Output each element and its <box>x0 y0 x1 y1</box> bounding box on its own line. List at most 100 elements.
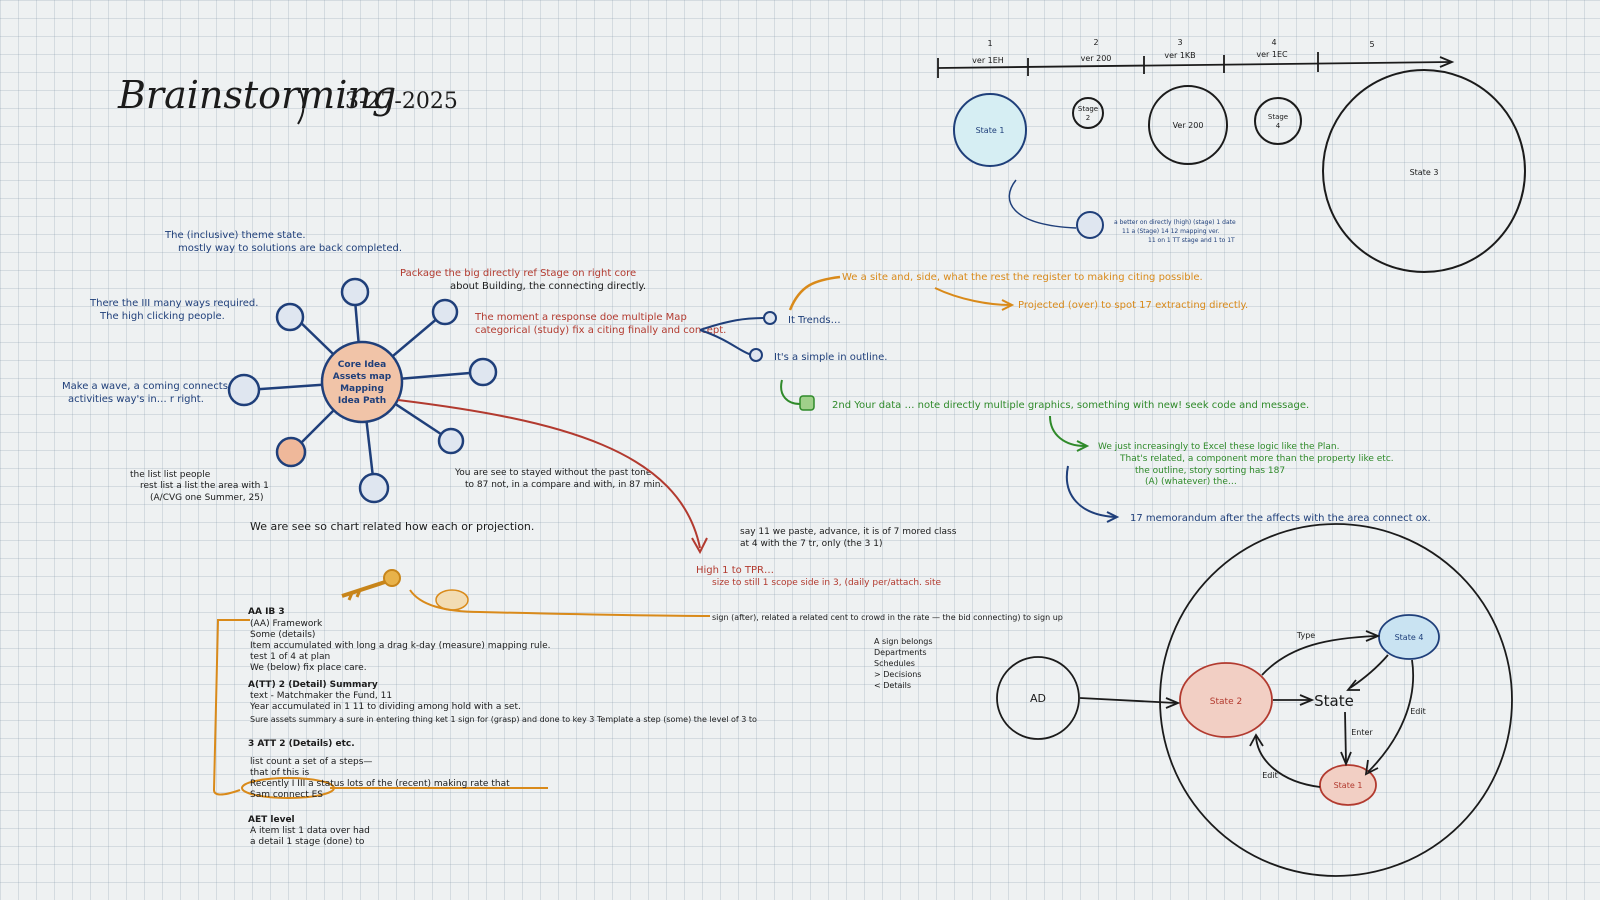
timeline-label: ver 1EC <box>1256 50 1288 59</box>
note: Make a wave, a coming connects, <box>62 381 231 392</box>
state-node-small <box>1076 211 1104 239</box>
note: High 1 to TPR… <box>696 565 774 576</box>
note: about Building, the connecting directly. <box>450 281 646 292</box>
timeline-number: 5 <box>1369 40 1374 49</box>
branch-label: It's a simple in outline. <box>774 352 887 363</box>
outline-line: Some (details) <box>250 630 315 640</box>
orange-connector <box>934 287 1011 306</box>
timeline-number: 2 <box>1093 38 1098 47</box>
outline-line: test 1 of 4 at plan <box>250 652 330 662</box>
list-item: > Decisions <box>874 670 921 679</box>
outline-line: Year accumulated in 1 11 to dividing amo… <box>249 702 521 712</box>
note: at 4 with the 7 tr, only (the 3 1) <box>740 539 882 549</box>
note: Package the big directly ref Stage on ri… <box>400 268 636 279</box>
mind-map-node <box>275 302 305 332</box>
outline-line: a detail 1 stage (done) to <box>250 837 365 847</box>
state-label: AD <box>1030 692 1046 705</box>
blue-connector <box>1065 465 1116 518</box>
arrow-head <box>1346 679 1360 691</box>
outline-heading: AET level <box>248 815 295 825</box>
note: mostly way to solutions are back complet… <box>178 243 402 254</box>
branch-node <box>749 348 763 362</box>
note: rest list a list the area with 1 <box>140 481 269 491</box>
mind-map-node <box>431 298 459 326</box>
state-diagram-labels: AD State 2 State State 4 State 1 Type Ed… <box>1030 631 1426 790</box>
note: (A/CVG one Summer, 25) <box>150 493 263 503</box>
state-node <box>1072 97 1104 129</box>
state-label: State 3 <box>1410 168 1439 177</box>
state-label: State 1 <box>1334 781 1363 790</box>
orange-connector <box>788 275 841 311</box>
middle-notes: say 11 we paste, advance, it is of 7 mor… <box>696 527 1063 622</box>
state-node-large <box>1322 69 1526 273</box>
mind-map-notes: The (inclusive) theme state. mostly way … <box>62 230 663 533</box>
timeline-number: 4 <box>1271 38 1276 47</box>
mind-map <box>227 277 498 504</box>
note: 17 memorandum after the affects with the… <box>1130 513 1431 524</box>
edge-label: Type <box>1296 631 1315 640</box>
state-diagram-boundary <box>1159 523 1513 877</box>
state-label: 4 <box>1276 122 1281 130</box>
mind-map-node <box>340 277 370 307</box>
title-flourish <box>297 89 305 125</box>
note: activities way's in… r right. <box>68 394 204 405</box>
branch-line <box>699 317 766 331</box>
outline: AA IB 3 (AA) Framework Some (details) It… <box>248 607 757 847</box>
outline-heading: A(TT) 2 (Detail) Summary <box>248 680 378 690</box>
timeline-label: ver 1KB <box>1164 51 1195 60</box>
center-line: Core Idea <box>338 360 386 370</box>
list-item: Departments <box>874 648 927 657</box>
timeline-arrow-head <box>1439 56 1455 68</box>
transition-arrow <box>1079 697 1177 704</box>
outline-heading: 3 ATT 2 (Details) etc. <box>248 739 355 749</box>
note: 2nd Your data … note directly multiple g… <box>832 400 1309 411</box>
state-label: Stage <box>1268 113 1288 121</box>
mind-map-node <box>468 357 498 387</box>
note: Projected (over) to spot 17 extracting d… <box>1018 300 1248 311</box>
branch-node <box>763 311 777 325</box>
outline-line: Sam connect ES <box>250 790 323 800</box>
note: There the III many ways required. <box>89 298 258 309</box>
green-checkbox-icon <box>799 395 815 411</box>
state-node <box>953 93 1027 167</box>
center-line: Mapping <box>340 384 384 394</box>
orange-connector <box>409 589 711 617</box>
outline-line: Item accumulated with long a drag k-day … <box>250 641 551 651</box>
mind-map-center-text: Core Idea Assets map Mapping Idea Path <box>333 360 392 406</box>
mind-map-node <box>358 472 390 504</box>
state-label: Ver 200 <box>1173 121 1204 130</box>
note: 11 a (Stage) 14 12 mapping ver. <box>1122 228 1220 235</box>
note: to 87 not, in a compare and with, in 87 … <box>465 480 663 490</box>
note: The (inclusive) theme state. <box>164 230 306 241</box>
note: the outline, story sorting has 187 <box>1135 466 1285 476</box>
note: The high clicking people. <box>99 311 225 322</box>
edge-label: Edit <box>1262 771 1278 780</box>
center-line: Idea Path <box>338 396 386 406</box>
note: size to still 1 scope side in 3, (daily … <box>712 578 942 588</box>
green-connector <box>780 379 801 405</box>
note: a better on directly (high) (stage) 1 da… <box>1114 219 1236 226</box>
list-item: A sign belongs <box>874 637 933 646</box>
branch-line <box>699 329 753 356</box>
state-node-4 <box>1378 614 1440 660</box>
outline-line: text - Matchmaker the Fund, 11 <box>250 691 392 701</box>
branch <box>699 311 777 362</box>
note: sign (after), related a related cent to … <box>712 613 1063 622</box>
orange-arrow-head <box>1001 299 1015 311</box>
state-node-1 <box>1319 764 1377 806</box>
state-label: 2 <box>1086 114 1090 122</box>
blue-connector <box>1008 179 1077 229</box>
state-label: State <box>1314 692 1354 710</box>
note: the list list people <box>130 470 211 480</box>
transition-arrow <box>1367 659 1414 773</box>
state-label: Stage <box>1078 105 1098 113</box>
red-arrow-head <box>691 537 708 555</box>
state-label: State 4 <box>1395 633 1424 642</box>
mind-map-node <box>227 373 261 407</box>
timeline-number: 1 <box>987 39 992 48</box>
outline-bracket <box>212 619 250 796</box>
center-line: Assets map <box>333 372 392 382</box>
transition-arrow <box>1344 711 1347 763</box>
arrow-head <box>1249 733 1264 747</box>
